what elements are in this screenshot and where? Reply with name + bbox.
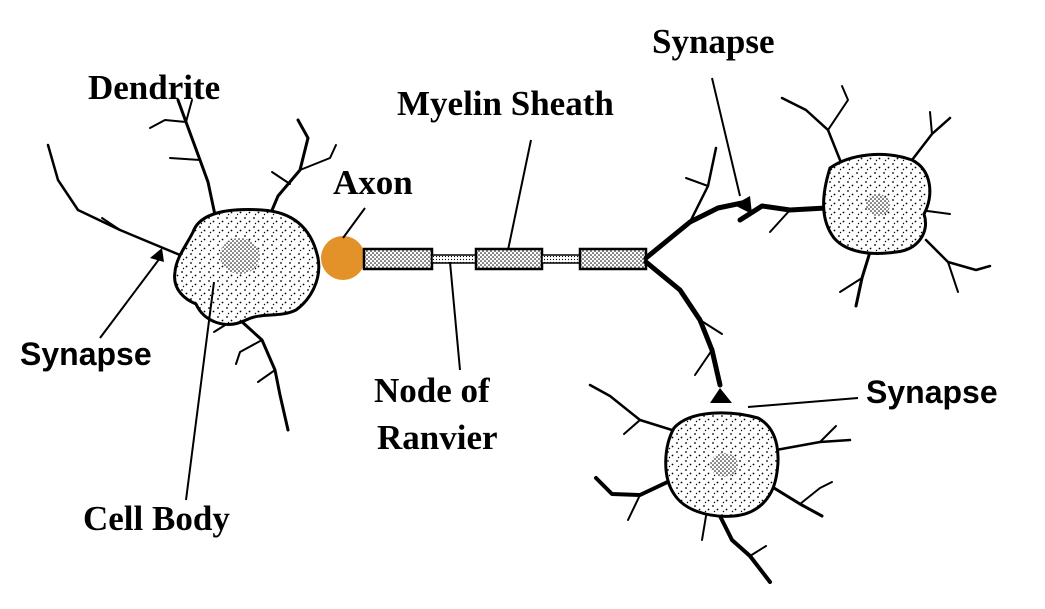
node-of-ranvier-1	[431, 254, 477, 264]
leader-synapse-top	[711, 77, 741, 197]
axon-terminal-branches	[643, 146, 745, 388]
top-right-nucleus	[866, 194, 890, 216]
leader-synapse-left	[99, 257, 161, 339]
label-axon: Axon	[333, 163, 413, 202]
label-synapse-right: Synapse	[866, 374, 998, 410]
left-dendrites	[46, 98, 337, 432]
leader-cell-body	[185, 281, 215, 501]
label-node-of-ranvier-1: Node of	[374, 371, 490, 410]
label-dendrite: Dendrite	[88, 68, 221, 107]
left-synapse-terminal	[150, 248, 164, 262]
leader-lines	[99, 77, 859, 501]
label-synapse-top: Synapse	[652, 22, 775, 61]
leader-synapse-bottom	[747, 397, 859, 408]
leader-axon	[342, 207, 366, 239]
axon-hillock-marker	[321, 236, 365, 280]
bottom-synapse-terminal	[710, 388, 732, 403]
myelin-segment-1	[362, 247, 434, 271]
top-right-dendrites	[737, 85, 992, 308]
left-nucleus	[220, 238, 260, 274]
myelin-segment-2	[474, 247, 544, 271]
label-cell-body: Cell Body	[83, 499, 230, 538]
bottom-dendrites	[588, 383, 852, 584]
myelin-segment-3	[578, 247, 648, 271]
node-of-ranvier-2	[541, 254, 581, 264]
label-myelin-sheath: Myelin Sheath	[397, 84, 614, 123]
leader-myelin	[507, 139, 532, 251]
label-synapse-left: Synapse	[20, 336, 152, 372]
axon	[362, 247, 648, 271]
label-node-of-ranvier-2: Ranvier	[377, 418, 498, 457]
bottom-nucleus	[710, 453, 738, 477]
top-synapse-terminal	[734, 196, 752, 214]
leader-node	[449, 261, 461, 371]
